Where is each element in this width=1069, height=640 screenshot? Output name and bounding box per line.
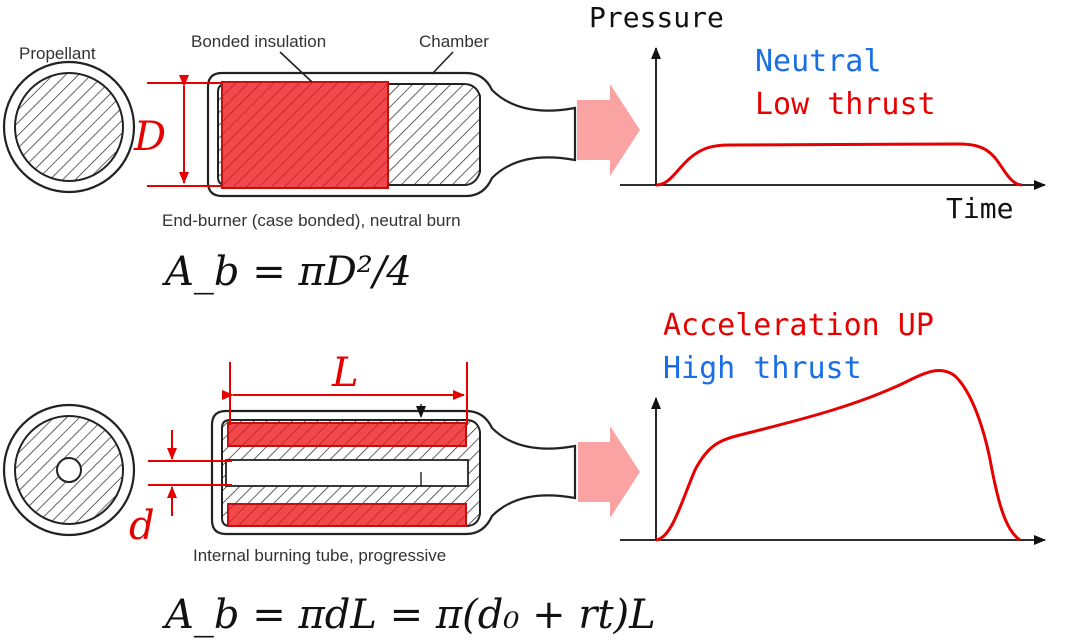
- flow-arrow-bottom: [578, 426, 640, 518]
- propellant-cross-section-top: [2, 60, 136, 194]
- pressure-chart-bottom: [620, 369, 1046, 545]
- chart-bottom-pressure-curve: [655, 369, 1021, 542]
- dimension-d: [148, 430, 232, 516]
- internal-burning-caption: Internal burning tube, progressive: [193, 546, 446, 565]
- chamber-leader: [431, 51, 454, 75]
- dimension-L-label: L: [331, 350, 359, 396]
- bonded-insulation-label: Bonded insulation: [191, 32, 326, 51]
- dimension-L: [222, 362, 468, 425]
- dimension-d-label: d: [129, 503, 155, 549]
- propellant-cross-section-bottom: [2, 403, 136, 537]
- flow-arrow-top: [577, 84, 640, 176]
- chart-top-xlabel: Time: [946, 192, 1013, 225]
- pressure-chart-top: [620, 47, 1046, 190]
- end-burner-formula: A_b = πD²/4: [161, 249, 412, 295]
- burning-layer-upper: [227, 422, 467, 447]
- chamber-label: Chamber: [419, 32, 489, 51]
- burning-grain-top: [221, 81, 389, 189]
- end-burner-caption: End-burner (case bonded), neutral burn: [162, 211, 461, 230]
- propellant-label: Propellant: [19, 44, 96, 63]
- chart-top-legend-neutral: Neutral: [755, 44, 881, 79]
- bonded-insulation-leader: [279, 51, 313, 83]
- chart-bottom-legend-high-thrust: High thrust: [663, 351, 862, 386]
- chart-top-pressure-curve: [655, 142, 1023, 187]
- burning-layer-lower: [227, 503, 467, 527]
- end-burner-motor: [206, 71, 577, 198]
- bore-channel: [225, 459, 469, 487]
- chart-top-legend-low-thrust: Low thrust: [755, 87, 936, 122]
- chart-bottom-legend-acceleration: Acceleration UP: [663, 308, 934, 343]
- dimension-D: [147, 75, 222, 187]
- chart-top-ylabel: Pressure: [589, 1, 724, 34]
- internal-burning-motor: [210, 404, 577, 536]
- dimension-D-label: D: [133, 114, 166, 160]
- internal-burning-formula: A_b = πdL = π(d₀ + rt)L: [161, 592, 656, 638]
